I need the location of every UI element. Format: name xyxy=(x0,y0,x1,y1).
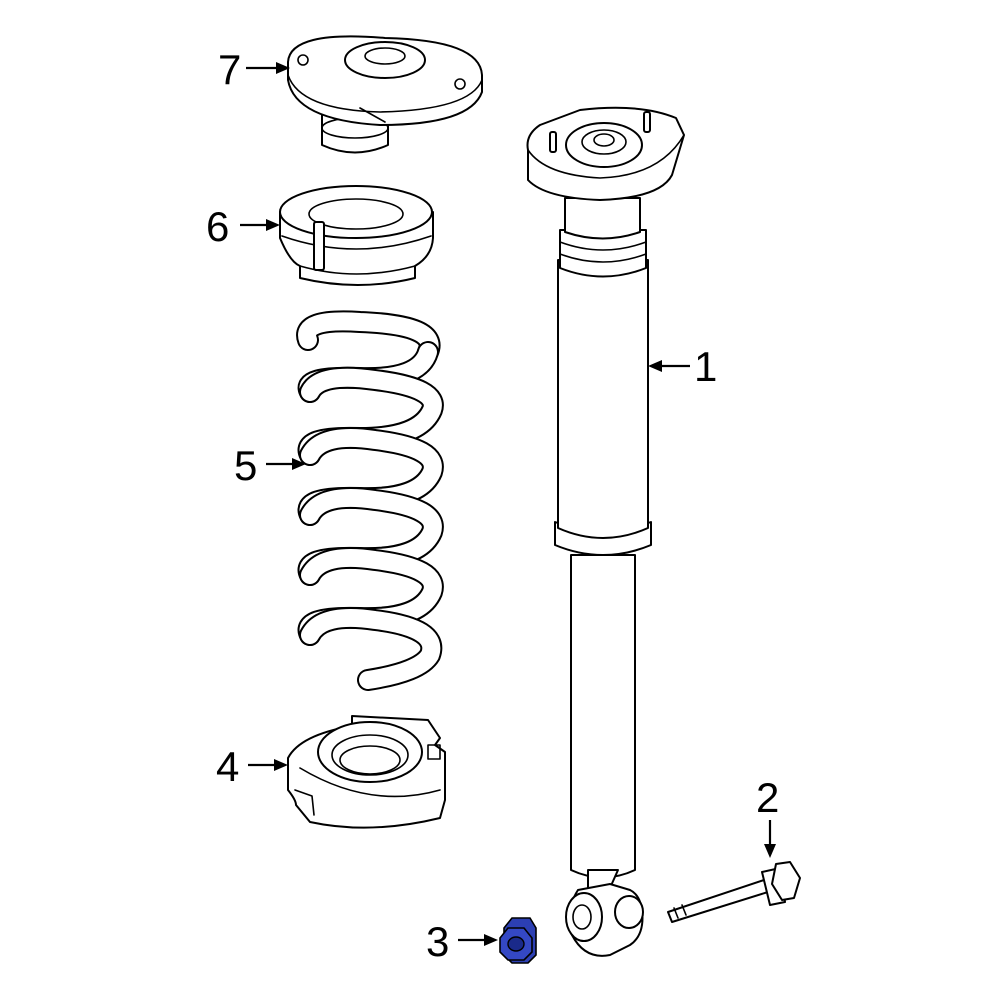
strut[interactable] xyxy=(526,106,685,957)
callout-1: 1 xyxy=(694,343,717,390)
callout-3: 3 xyxy=(426,918,449,965)
spring-insulator[interactable] xyxy=(279,185,434,286)
leader-arrows xyxy=(240,62,776,946)
coil-spring[interactable] xyxy=(296,310,444,691)
upper-mount[interactable] xyxy=(287,35,483,154)
bolt[interactable] xyxy=(667,861,801,923)
callout-6: 6 xyxy=(206,203,229,250)
callout-4: 4 xyxy=(216,743,239,790)
callout-7: 7 xyxy=(218,46,241,93)
nut[interactable] xyxy=(499,917,537,964)
lower-spring-seat[interactable] xyxy=(287,715,446,829)
callout-2: 2 xyxy=(756,774,779,821)
callout-5: 5 xyxy=(234,442,257,489)
